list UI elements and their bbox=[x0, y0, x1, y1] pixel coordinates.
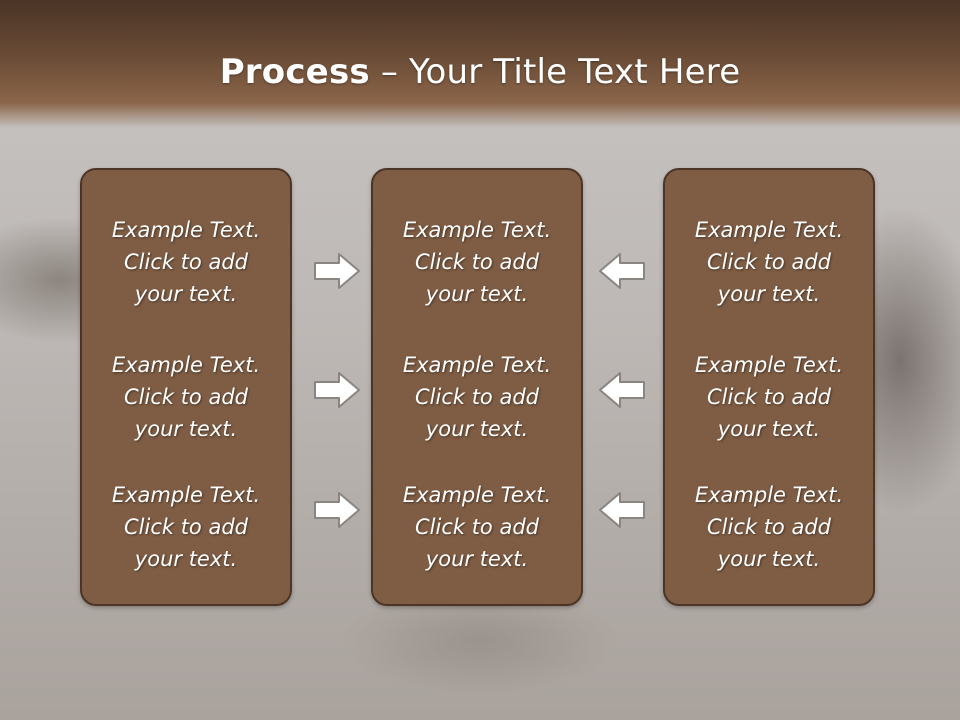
text-placeholder[interactable]: Example Text. Click to add your text. bbox=[402, 483, 552, 571]
text-placeholder[interactable]: Example Text. Click to add your text. bbox=[111, 483, 261, 571]
title-bar bbox=[0, 0, 960, 128]
text-placeholder[interactable]: Example Text. Click to add your text. bbox=[111, 218, 261, 306]
text-placeholder[interactable]: Example Text. Click to add your text. bbox=[111, 353, 261, 441]
arrow-left-icon bbox=[599, 372, 645, 408]
arrow-right-icon bbox=[314, 372, 360, 408]
arrow-right-icon bbox=[314, 492, 360, 528]
text-placeholder[interactable]: Example Text. Click to add your text. bbox=[402, 218, 552, 306]
text-placeholder[interactable]: Example Text. Click to add your text. bbox=[402, 353, 552, 441]
title-bold-part: Process bbox=[219, 52, 370, 92]
text-placeholder[interactable]: Example Text. Click to add your text. bbox=[694, 218, 844, 306]
arrow-left-icon bbox=[599, 253, 645, 289]
arrow-right-icon bbox=[314, 253, 360, 289]
text-placeholder[interactable]: Example Text. Click to add your text. bbox=[694, 483, 844, 571]
text-placeholder[interactable]: Example Text. Click to add your text. bbox=[694, 353, 844, 441]
process-box-right[interactable]: Example Text. Click to add your text. Ex… bbox=[663, 168, 875, 606]
title-rest-part: – Your Title Text Here bbox=[369, 52, 741, 92]
slide-title[interactable]: Process – Your Title Text Here bbox=[0, 52, 960, 92]
process-box-middle[interactable]: Example Text. Click to add your text. Ex… bbox=[371, 168, 583, 606]
process-box-left[interactable]: Example Text. Click to add your text. Ex… bbox=[80, 168, 292, 606]
arrow-left-icon bbox=[599, 492, 645, 528]
